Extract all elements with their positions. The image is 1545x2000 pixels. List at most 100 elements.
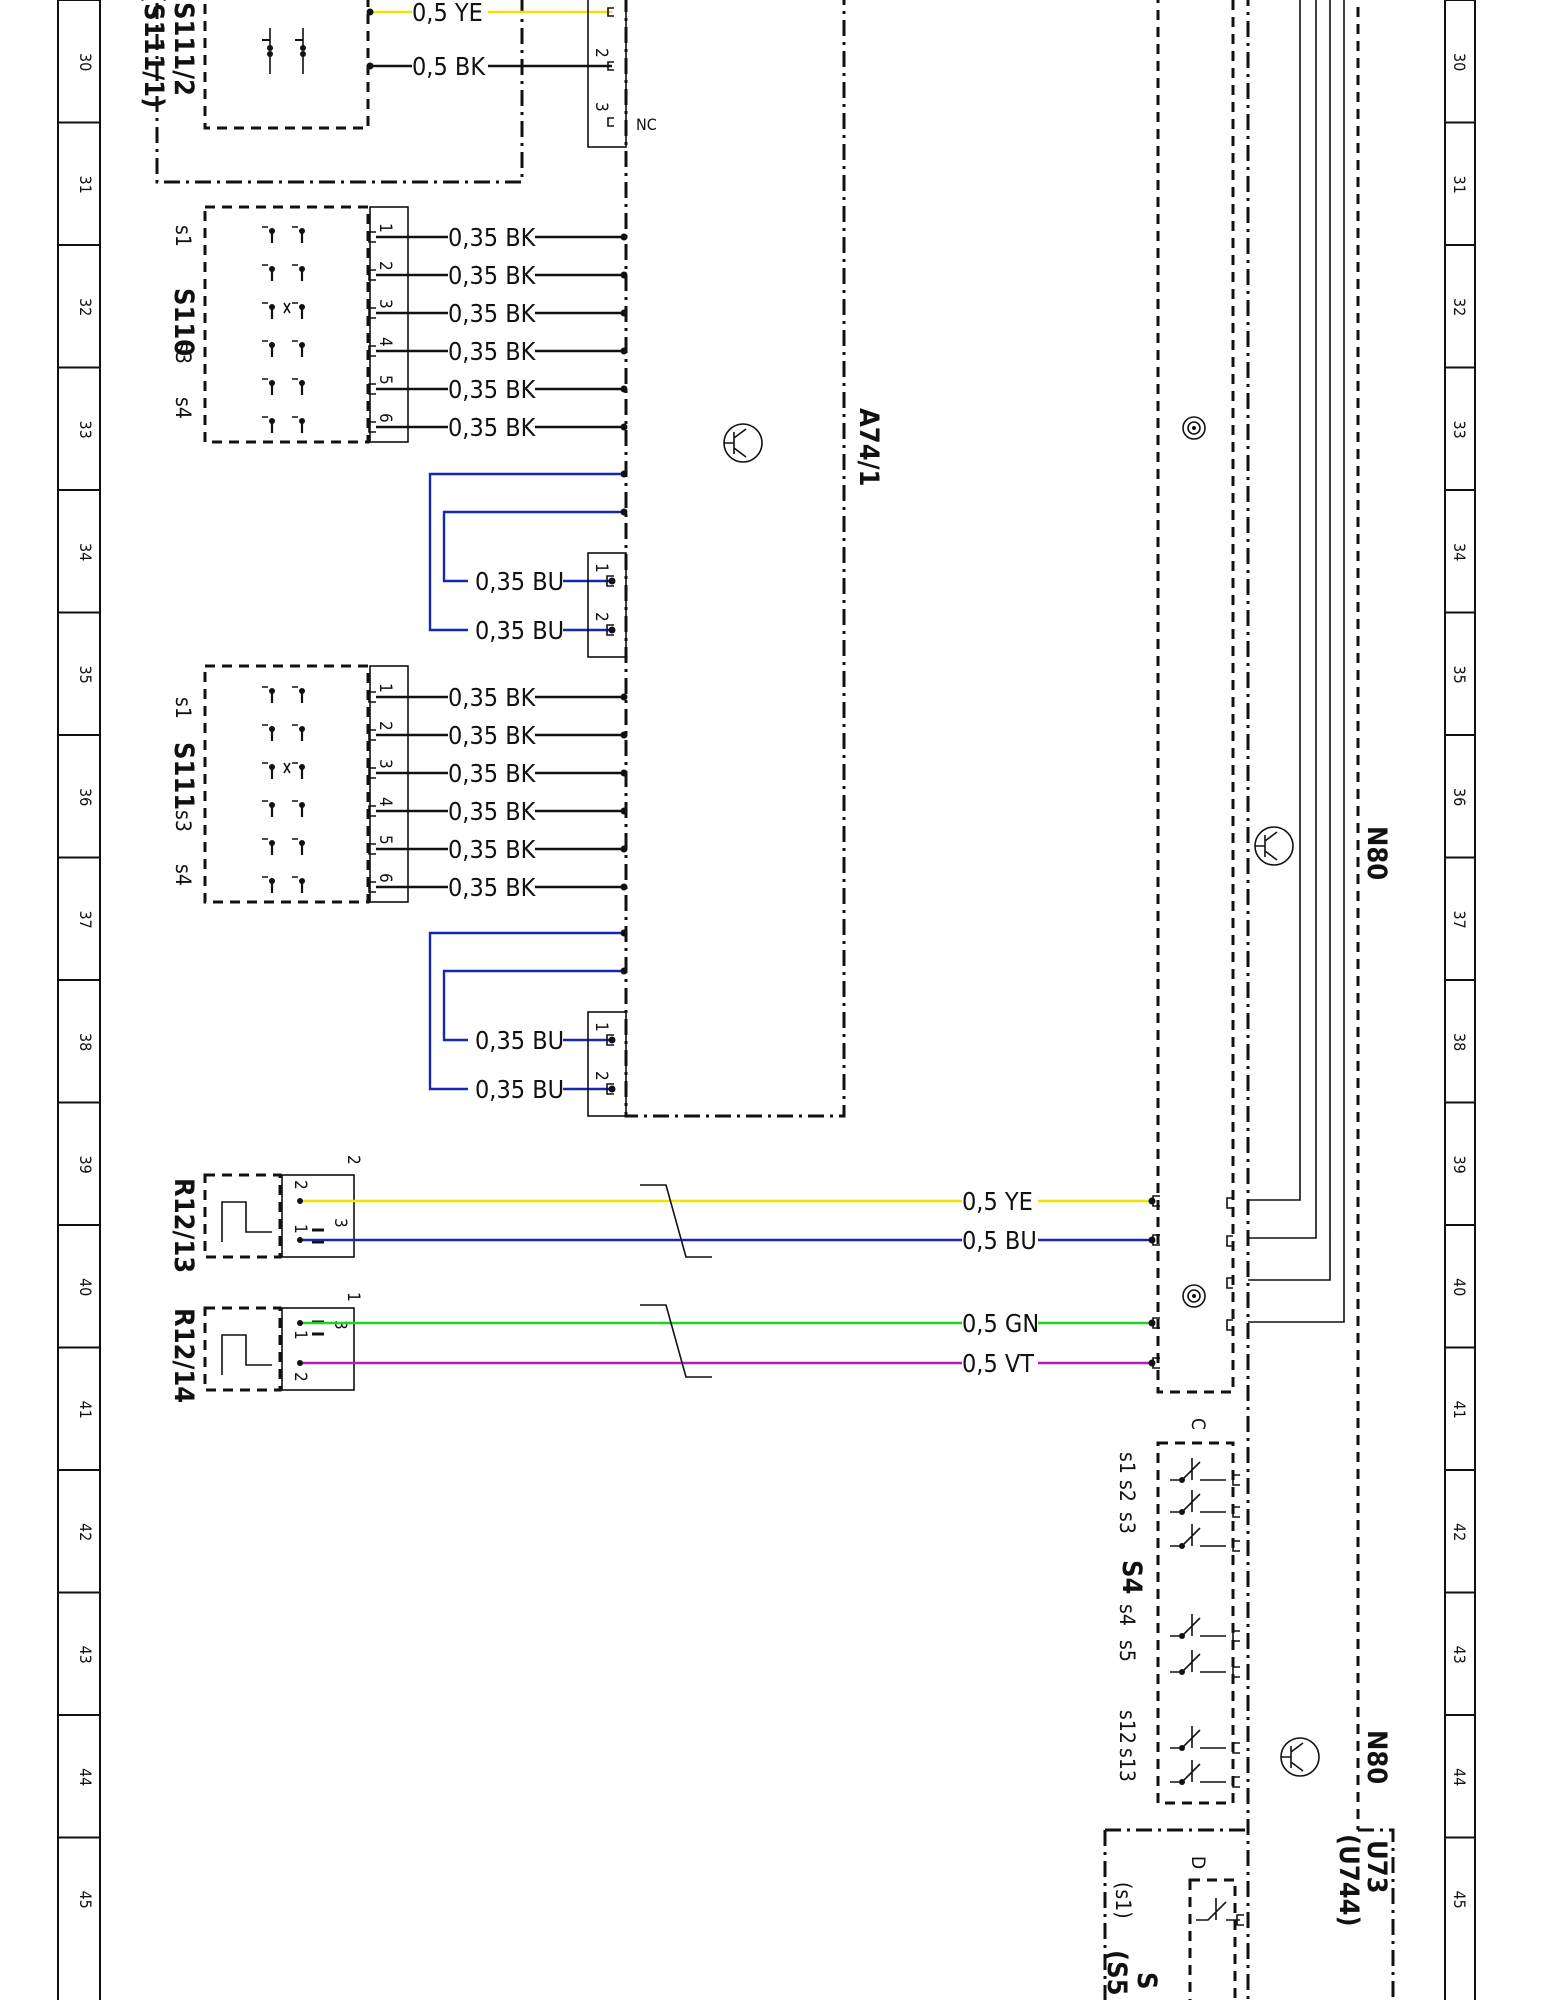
u73-label: U73 bbox=[1361, 1840, 1392, 1894]
bus-b-wiring: 0,35 BU 1 0,35 BU 2 bbox=[428, 929, 628, 1117]
s5-contacts bbox=[1196, 1898, 1244, 1926]
s110-contact-dot bbox=[299, 228, 305, 234]
bus-b-loop-outer bbox=[428, 931, 624, 1091]
bus-b-wire-1-label: 0,35 BU bbox=[475, 1026, 564, 1055]
r12-14-wire-1-label: 0,5 GN bbox=[962, 1309, 1039, 1338]
bus-a-loop-inner bbox=[442, 510, 624, 583]
s4-contact-dot bbox=[1179, 1779, 1185, 1785]
s110-junction bbox=[620, 309, 628, 317]
s110-junction bbox=[620, 233, 628, 241]
bus-b-pin-2: 2 bbox=[591, 1071, 611, 1081]
plug-contact bbox=[368, 881, 376, 893]
s4-contact-dot bbox=[1179, 1669, 1185, 1675]
s111-wire-2-label: 0,35 BK bbox=[448, 721, 537, 750]
s4-s12-label: s12 bbox=[1115, 1710, 1139, 1744]
s4-contact bbox=[1170, 1524, 1226, 1547]
plug-contact bbox=[368, 345, 376, 357]
s110-junction bbox=[620, 271, 628, 279]
plug-contact bbox=[368, 767, 376, 779]
wire-break-mark-upper bbox=[640, 1184, 712, 1258]
s111-wire-6-label: 0,35 BK bbox=[448, 873, 537, 902]
s110-contact-dot bbox=[299, 266, 305, 272]
s111-wire-3-label: 0,35 BK bbox=[448, 759, 537, 788]
connector-c-letter: C bbox=[1187, 1418, 1209, 1430]
s4-contact bbox=[1170, 1726, 1226, 1749]
s110-wire-1-label: 0,35 BK bbox=[448, 223, 537, 252]
s110-contact-dot bbox=[269, 418, 275, 424]
bus-b-junction bbox=[620, 929, 628, 937]
s110-wire-6-label: 0,35 BK bbox=[448, 413, 537, 442]
s110-pin-2: 2 bbox=[375, 261, 395, 271]
r12-14-pin-right-1: 1 bbox=[343, 1292, 363, 1302]
s111-wire-1-label: 0,35 BK bbox=[448, 683, 537, 712]
bus-a-wire-2-label: 0,35 BU bbox=[475, 616, 564, 645]
r12-14-wire-2-label: 0,5 VT bbox=[962, 1349, 1034, 1378]
grid-row-label-right: 35 bbox=[1450, 666, 1469, 684]
bus-b-junction bbox=[620, 967, 628, 975]
s4-contact bbox=[1170, 1650, 1226, 1673]
s111-contact-dot bbox=[269, 764, 275, 770]
s110-junction bbox=[620, 423, 628, 431]
plug-contact bbox=[368, 307, 376, 319]
grid-row-label-right: 40 bbox=[1450, 1278, 1469, 1296]
s111-contact-dot bbox=[269, 688, 275, 694]
s4-contact bbox=[1170, 1760, 1226, 1783]
s111-junction bbox=[620, 883, 628, 891]
plug-contact bbox=[368, 231, 376, 243]
r12-13-label: R12/13 bbox=[168, 1178, 199, 1273]
r12-13-pin-left-1: 1 bbox=[290, 1224, 310, 1234]
plug-contact bbox=[1232, 1506, 1240, 1518]
s110-contact-dot bbox=[299, 380, 305, 386]
grid-row-label-right: 38 bbox=[1450, 1033, 1469, 1051]
r12-13-pin-right-2: 2 bbox=[343, 1155, 363, 1165]
bus-b-pin-1: 1 bbox=[591, 1022, 611, 1032]
s110-pin-4: 4 bbox=[375, 337, 395, 347]
grid-row-label-left: 37 bbox=[76, 911, 95, 929]
s111-contact-dot bbox=[299, 764, 305, 770]
bus-a-junction bbox=[608, 626, 616, 634]
s110-pin-5: 5 bbox=[375, 375, 395, 385]
bus-a-junction bbox=[608, 577, 616, 585]
s111-2-block: 0,5 YE 0,5 BK 2 3 NC S111/2 (S111/1) bbox=[138, 0, 657, 184]
s4-s1-label: s1 bbox=[1115, 1452, 1139, 1474]
grid-row-label-right: 32 bbox=[1450, 298, 1469, 316]
s110-s3-label: s3 bbox=[171, 342, 195, 364]
s111-contact-dot bbox=[269, 802, 275, 808]
s111-2-pin-3: 3 bbox=[591, 102, 611, 112]
s4-contact bbox=[1170, 1614, 1226, 1637]
s4-contact bbox=[1170, 1458, 1226, 1481]
s5-partial-label: (S5 bbox=[1101, 1950, 1132, 1996]
r12-14-pin-left-1: 1 bbox=[290, 1330, 310, 1340]
transistor-icon bbox=[1280, 1737, 1320, 1777]
grid-row-label-left: 36 bbox=[76, 788, 95, 806]
plug-contact bbox=[606, 1083, 614, 1095]
r12-14-wires: 0,5 GN 0,5 VT bbox=[297, 1309, 1160, 1378]
s110-s1-label: s1 bbox=[171, 225, 195, 247]
bus-b-junction bbox=[608, 1036, 616, 1044]
grid-frame bbox=[57, 0, 1476, 2000]
transistor-icon bbox=[723, 423, 763, 463]
bus-b-wire-2-label: 0,35 BU bbox=[475, 1075, 564, 1104]
s111-2-pin-2: 2 bbox=[591, 48, 611, 58]
r12-14-junction bbox=[1148, 1359, 1156, 1367]
s111-2-label: S111/2 bbox=[168, 2, 199, 96]
plug-contact bbox=[1232, 1474, 1240, 1486]
plug-contact bbox=[1236, 1914, 1244, 1926]
grid-row-label-right: 36 bbox=[1450, 788, 1469, 806]
s4-contact-dot bbox=[1179, 1745, 1185, 1751]
r12-13-sensor: R12/13 2 1 2 3 0,5 YE0,5 BU bbox=[168, 1155, 1160, 1273]
wire-break-mark-lower bbox=[640, 1304, 712, 1378]
s4-contact bbox=[1170, 1490, 1226, 1513]
s4-s2-label: s2 bbox=[1115, 1480, 1139, 1502]
u73-module: U73 (U744) D (s1) S (S5 bbox=[1101, 1828, 1395, 2000]
s5-s1-label: (s1) bbox=[1111, 1882, 1135, 1919]
grid-row-label-right: 33 bbox=[1450, 421, 1469, 439]
s110-contact-dot bbox=[299, 304, 305, 310]
s5-contact bbox=[1196, 1898, 1240, 1921]
s111-contact-dot bbox=[299, 840, 305, 846]
bus-a-wire-1-label: 0,35 BU bbox=[475, 567, 564, 596]
plug-contact bbox=[1232, 1540, 1240, 1552]
